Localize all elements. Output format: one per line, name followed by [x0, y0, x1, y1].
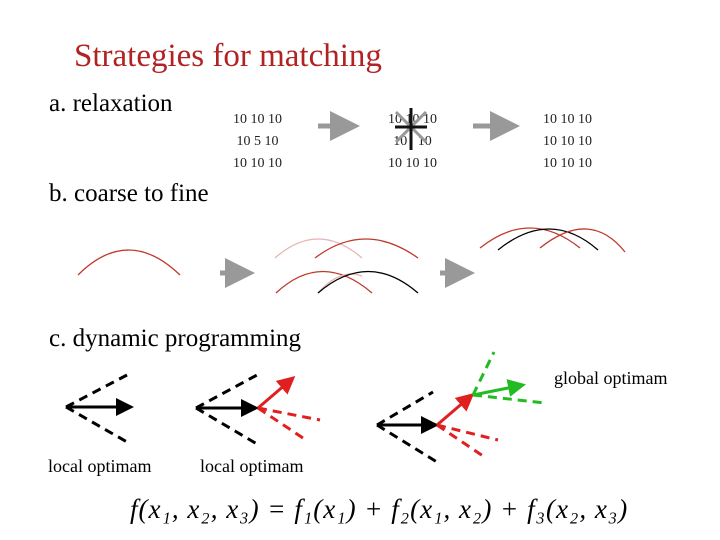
dp-stage-3: [376, 351, 546, 464]
section-relaxation: a. relaxation: [49, 90, 173, 117]
grid-row: 10 10 10: [388, 156, 437, 171]
fine-curve-red-a: [479, 227, 581, 249]
mid-curve-lower-red: [275, 271, 373, 294]
mid-curve-black: [317, 270, 419, 294]
grid-row: 10 10 10: [233, 112, 282, 127]
grid-row: 10 10 10: [543, 134, 592, 149]
grid-final: 10 10 10 10 10 10 10 10 10: [543, 109, 592, 175]
grid-row: 10 10 10: [543, 112, 592, 127]
grid-row: 10 10 10: [233, 156, 282, 171]
slide-title: Strategies for matching: [74, 38, 382, 74]
mid-curve-red: [314, 238, 419, 259]
fine-curve-black: [497, 228, 599, 251]
objective-formula: f(x₁, x₂, x₃) = f₁(x₁) + f₂(x₁, x₂) + f₃…: [130, 494, 629, 524]
section-dynamic-programming: c. dynamic programming: [49, 325, 302, 352]
dp-stage-2: [195, 373, 321, 446]
mid-curve-pink: [274, 238, 363, 259]
mid-curve-lower-pink: [317, 273, 363, 294]
section-coarse-to-fine: b. coarse to fine: [49, 180, 209, 207]
label-local-optimum-2: local optimam: [200, 456, 304, 476]
label-global-optimum: global optimam: [554, 368, 668, 388]
grid-initial: 10 10 10 10 5 10 10 10 10: [233, 109, 282, 175]
grid-row: 10 10 10: [543, 156, 592, 171]
grid-row: 10 5 10: [236, 134, 279, 149]
dp-stage-1: [65, 373, 134, 444]
coarse-curve: [77, 249, 181, 276]
fine-curve-red-b: [539, 228, 626, 253]
label-local-optimum-1: local optimam: [48, 456, 152, 476]
crossed-center-cell: [394, 108, 428, 150]
